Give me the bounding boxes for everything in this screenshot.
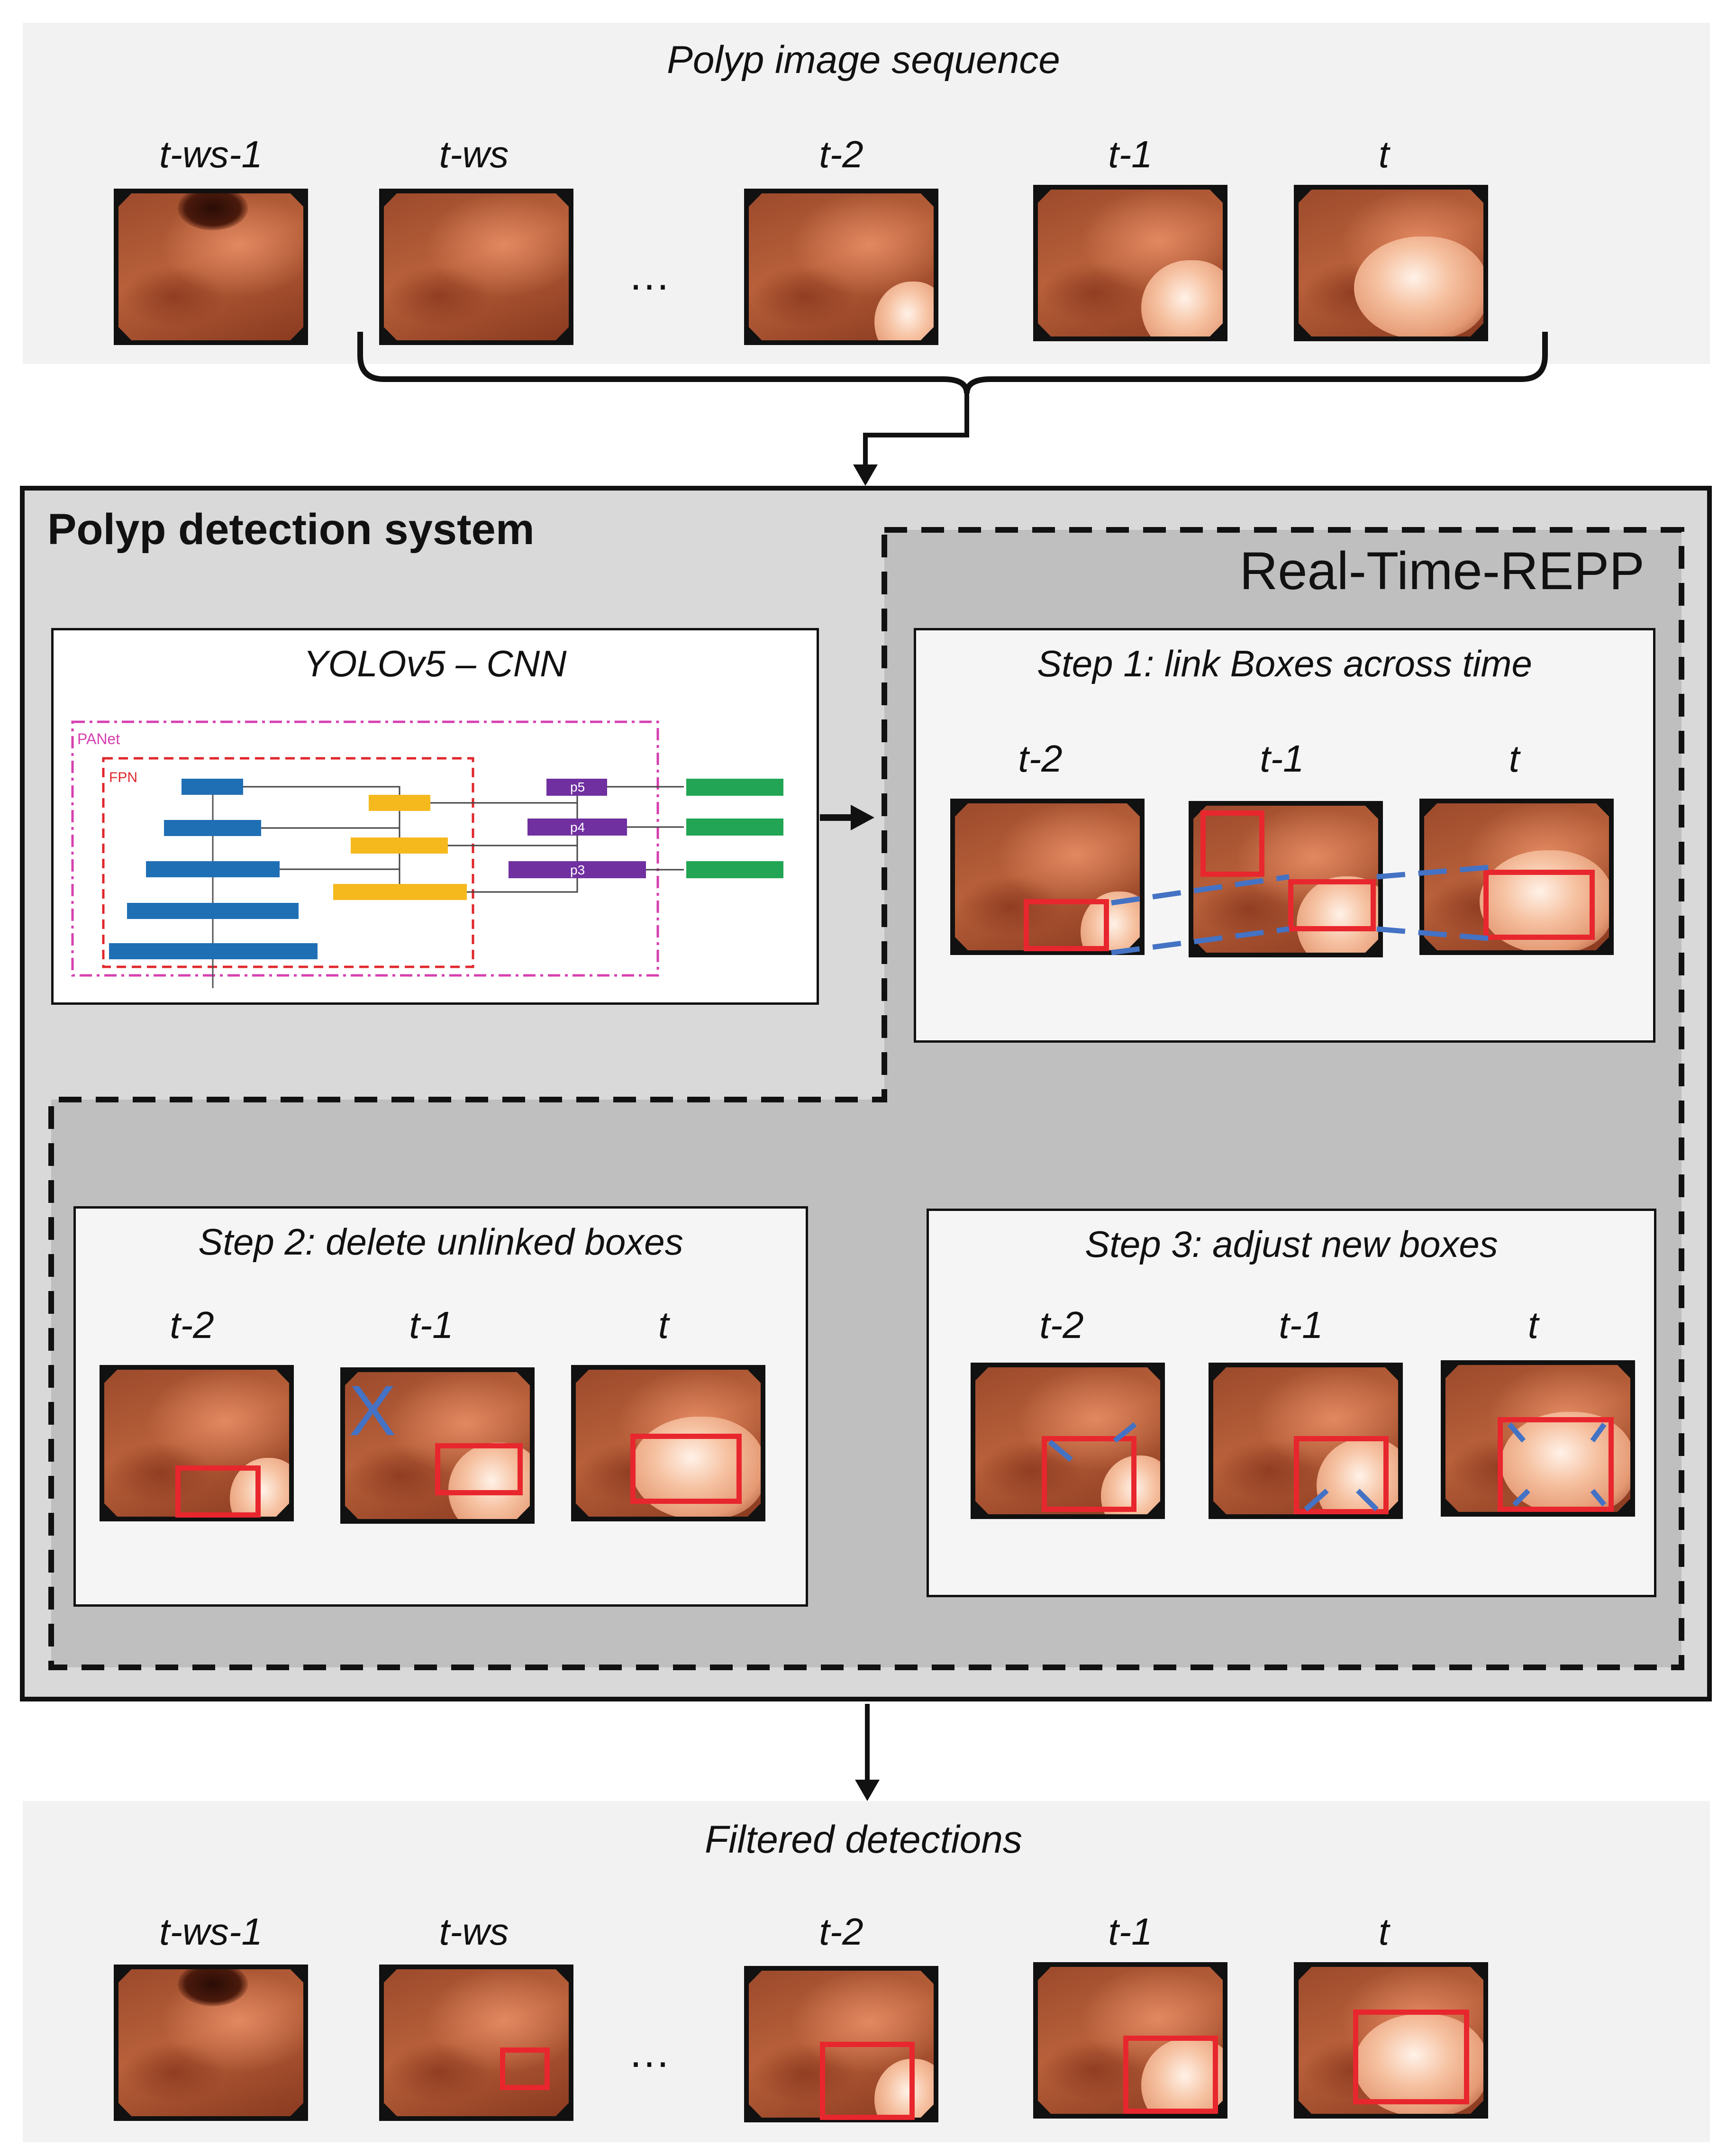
input-label-t-ws: t-ws xyxy=(439,133,509,175)
cnn-panel xyxy=(51,628,819,1005)
step2-label-t: t xyxy=(658,1304,669,1346)
step1-label-t: t xyxy=(1509,737,1520,780)
neck-layer-3 xyxy=(333,884,467,900)
input-frame-t-1 xyxy=(1033,185,1227,341)
step1-box-t-2 xyxy=(1024,899,1109,951)
step3-frame-t xyxy=(1441,1360,1635,1517)
step2-box-t xyxy=(630,1434,742,1504)
step3-label-t-1: t-1 xyxy=(1279,1304,1323,1346)
step1-box-t xyxy=(1483,870,1595,940)
step1-frame-t-2 xyxy=(950,799,1145,955)
output-frame-t xyxy=(1294,1962,1488,2119)
output-label-t-ws: t-ws xyxy=(439,1910,509,1953)
delete-mark-icon: X xyxy=(349,1371,397,1450)
step3-frame-t-2 xyxy=(971,1363,1165,1519)
backbone-layer-2 xyxy=(164,820,261,836)
output-p4 xyxy=(686,819,783,836)
input-frame-t-2 xyxy=(744,189,938,345)
step1-label-t-2: t-2 xyxy=(1018,737,1063,780)
output-frame-t-2 xyxy=(744,1966,938,2122)
backbone-layer-1 xyxy=(182,779,243,795)
step3-box-t-2 xyxy=(1042,1436,1136,1512)
output-frame-t-ws-1 xyxy=(114,1965,308,2121)
system-to-output-arrow xyxy=(855,1704,880,1801)
output-label-t: t xyxy=(1378,1910,1390,1953)
step2-frame-t xyxy=(571,1365,765,1521)
input-ellipsis: … xyxy=(628,252,671,299)
step1-links xyxy=(1111,864,1490,955)
step3-label-t: t xyxy=(1527,1304,1539,1346)
head-p4-label: p4 xyxy=(570,820,585,835)
input-frame-t-ws-1 xyxy=(114,189,308,345)
step3-frame-t-1 xyxy=(1209,1363,1403,1519)
input-sequence-title: Polyp image sequence xyxy=(667,38,1060,82)
step2-box-t-2 xyxy=(175,1465,261,1518)
output-label-t-2: t-2 xyxy=(819,1910,864,1953)
yolov5-architecture: PANet FPN p5 p4 p3 xyxy=(71,720,783,988)
step2-box-t-1 xyxy=(435,1443,523,1495)
backbone-layer-4 xyxy=(127,903,299,919)
output-label-t-ws-1: t-ws-1 xyxy=(159,1910,263,1953)
output-label-t-1: t-1 xyxy=(1108,1910,1153,1953)
backbone-layer-5 xyxy=(109,943,318,959)
head-p3-label: p3 xyxy=(570,863,585,877)
output-p5 xyxy=(686,779,783,796)
step1-frame-t xyxy=(1419,799,1614,955)
neck-layer-1 xyxy=(369,795,430,811)
output-frame-t-1 xyxy=(1033,1962,1227,2119)
output-sequence-title: Filtered detections xyxy=(704,1818,1022,1861)
step3-box-t-1 xyxy=(1294,1436,1389,1514)
input-frame-t xyxy=(1294,185,1488,341)
step1-box-t-1-unlinked xyxy=(1200,810,1264,877)
step3-adjust-marks xyxy=(1048,1422,1607,1512)
input-frame-t-ws xyxy=(379,189,573,345)
fpn-boundary xyxy=(102,757,474,968)
step1-label-t-1: t-1 xyxy=(1260,737,1304,780)
head-p3 xyxy=(509,861,646,878)
input-label-t-1: t-1 xyxy=(1108,133,1153,175)
input-label-t: t xyxy=(1378,133,1390,175)
step3-box-t xyxy=(1498,1417,1614,1512)
step2-frame-t-2 xyxy=(100,1365,294,1521)
step3-label-t-2: t-2 xyxy=(1039,1304,1084,1346)
input-label-t-ws-1: t-ws-1 xyxy=(159,133,263,175)
output-box-t-1 xyxy=(1123,2036,1218,2114)
input-label-t-2: t-2 xyxy=(819,133,864,175)
output-box-t-ws xyxy=(500,2047,550,2090)
step3-title: Step 3: adjust new boxes xyxy=(1085,1223,1498,1265)
head-p5 xyxy=(546,779,607,796)
repp-title: Real-Time-REPP xyxy=(1239,541,1645,600)
step1-box-t-1 xyxy=(1288,879,1376,931)
step2-label-t-2: t-2 xyxy=(170,1304,214,1346)
head-p4 xyxy=(527,819,627,836)
cnn-to-repp-arrow xyxy=(820,805,874,830)
output-box-t-2 xyxy=(820,2042,915,2120)
cnn-title: YOLOv5 – CNN xyxy=(303,643,567,684)
output-frame-t-ws xyxy=(379,1965,573,2121)
step2-title: Step 2: delete unlinked boxes xyxy=(198,1221,683,1263)
output-ellipsis: … xyxy=(628,2029,671,2076)
fpn-label: FPN xyxy=(109,770,137,785)
neck-layer-2 xyxy=(351,837,448,854)
backbone-layer-3 xyxy=(146,861,280,877)
output-box-t xyxy=(1353,2010,1469,2104)
step1-title: Step 1: link Boxes across time xyxy=(1037,643,1532,684)
step2-frame-t-1: X xyxy=(340,1367,535,1524)
panet-label: PANet xyxy=(77,730,120,747)
step2-label-t-1: t-1 xyxy=(409,1304,454,1346)
detection-system-title: Polyp detection system xyxy=(47,505,535,554)
output-p3 xyxy=(686,861,783,878)
head-p5-label: p5 xyxy=(570,780,585,794)
window-brace xyxy=(357,332,1548,486)
